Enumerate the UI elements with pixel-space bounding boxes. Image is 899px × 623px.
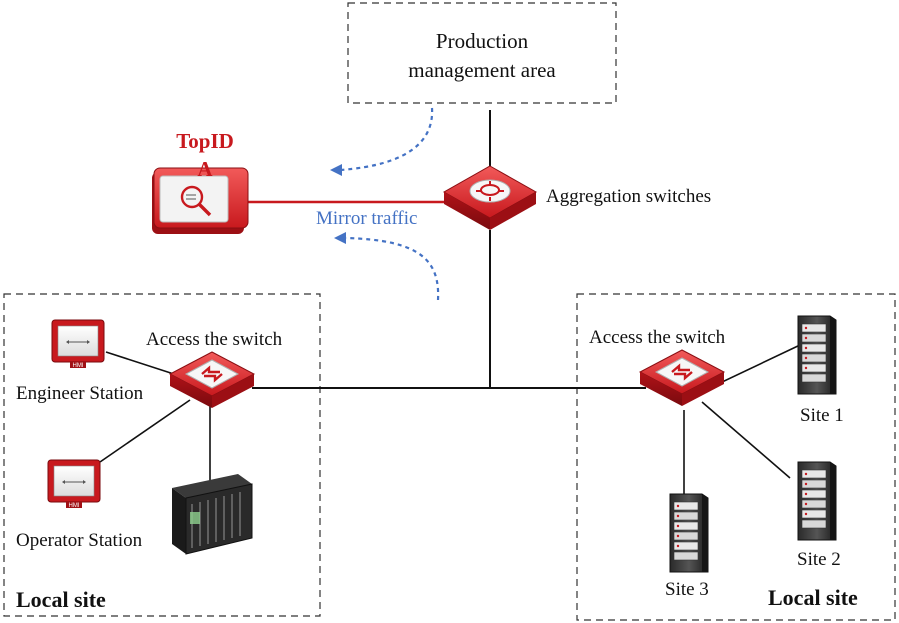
link-site2-switch	[701, 401, 791, 479]
site1-rack-icon	[797, 315, 837, 395]
site1-label: Site 1	[800, 405, 844, 426]
site2-label: Site 2	[797, 549, 841, 570]
right-local-site-label: Local site	[768, 585, 858, 610]
right-access-switch-icon	[638, 348, 726, 408]
site3-label: Site 3	[665, 579, 709, 600]
left-local-site-box	[3, 293, 321, 617]
link-engineer-switch	[105, 351, 181, 377]
operator-station-label: Operator Station	[16, 530, 143, 551]
site2-rack-icon	[797, 461, 837, 541]
aggregation-switches-label: Aggregation switches	[546, 186, 711, 207]
mirror-traffic-label: Mirror traffic	[316, 208, 417, 229]
production-area-title-line1: Production	[436, 29, 529, 53]
production-area-box	[347, 2, 617, 104]
operator-station-hmi-icon: HMI	[47, 459, 101, 509]
plc-controller-icon	[172, 474, 253, 555]
mirror-arrow-lower	[345, 236, 440, 301]
mirror-arrowhead-lower	[334, 232, 346, 244]
left-local-site-label: Local site	[16, 587, 106, 612]
engineer-station-hmi-icon: HMI	[51, 319, 105, 369]
site3-rack-icon	[669, 493, 709, 573]
aggregation-switch-icon	[443, 165, 537, 231]
mirror-arrowhead-upper	[330, 164, 342, 176]
topida-appliance-icon	[152, 167, 249, 234]
production-area-title-line2: management area	[408, 58, 556, 82]
right-access-switch-label: Access the switch	[589, 327, 726, 348]
left-access-switch-icon	[168, 350, 256, 410]
hmi-label: HMI	[69, 503, 80, 509]
left-access-switch-label: Access the switch	[146, 329, 283, 350]
link-operator-switch	[99, 399, 191, 463]
topida-label-line1: TopID	[176, 129, 234, 153]
mirror-arrow-upper	[339, 107, 434, 172]
hmi-label: HMI	[73, 363, 84, 369]
right-local-site-box	[576, 293, 896, 621]
topida-label-line2: A	[197, 157, 213, 181]
link-site1-switch	[719, 344, 801, 384]
engineer-station-label: Engineer Station	[16, 383, 144, 404]
